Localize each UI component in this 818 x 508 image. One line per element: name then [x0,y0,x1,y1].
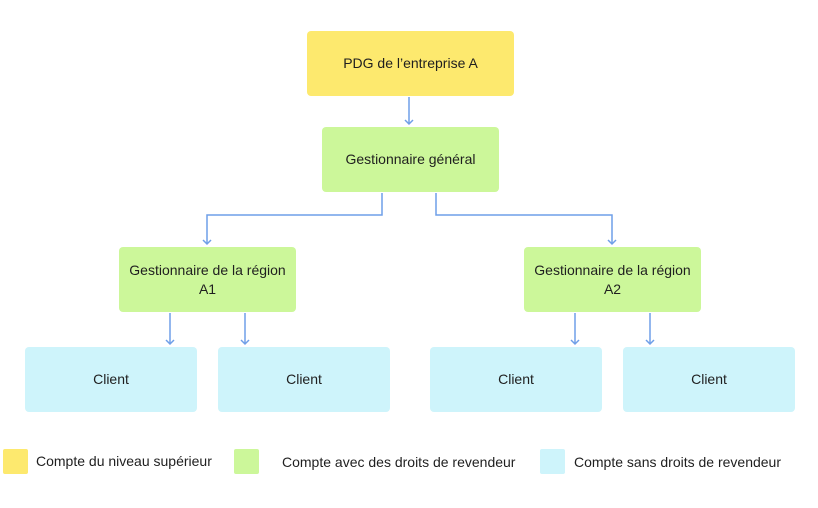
legend-label-reseller: Compte avec des droits de revendeur [282,454,516,470]
node-region-a2-label-line2: A2 [603,280,622,297]
legend-label-no-reseller: Compte sans droits de revendeur [574,454,781,470]
node-client-1-label: Client [93,371,129,387]
node-client-2-label: Client [286,371,322,387]
legend-swatch-top-level [3,449,28,474]
node-client-3: Client [430,347,602,412]
legend-swatch-reseller [234,449,259,474]
edge-general-manager-to-region-a1 [202,193,383,246]
node-client-4: Client [623,347,795,412]
node-client-3-label: Client [498,371,534,387]
edge-general-manager-to-region-a2 [435,193,617,246]
node-region-a1: Gestionnaire de la région A1 [119,247,296,312]
node-ceo: PDG de l’entreprise A [307,31,514,96]
node-client-1: Client [25,347,197,412]
node-client-4-label: Client [691,371,727,387]
node-region-a1-label-line1: Gestionnaire de la région [129,261,286,278]
legend-label-top-level: Compte du niveau supérieur [36,453,212,469]
node-ceo-label: PDG de l’entreprise A [343,55,478,71]
node-region-a2: Gestionnaire de la région A2 [524,247,701,312]
legend-swatch-no-reseller [540,449,565,474]
node-general-manager: Gestionnaire général [322,127,499,192]
node-general-manager-label: Gestionnaire général [345,151,476,167]
node-region-a2-label-line1: Gestionnaire de la région [534,261,691,278]
node-region-a1-label-line2: A1 [198,280,217,297]
node-client-2: Client [218,347,390,412]
